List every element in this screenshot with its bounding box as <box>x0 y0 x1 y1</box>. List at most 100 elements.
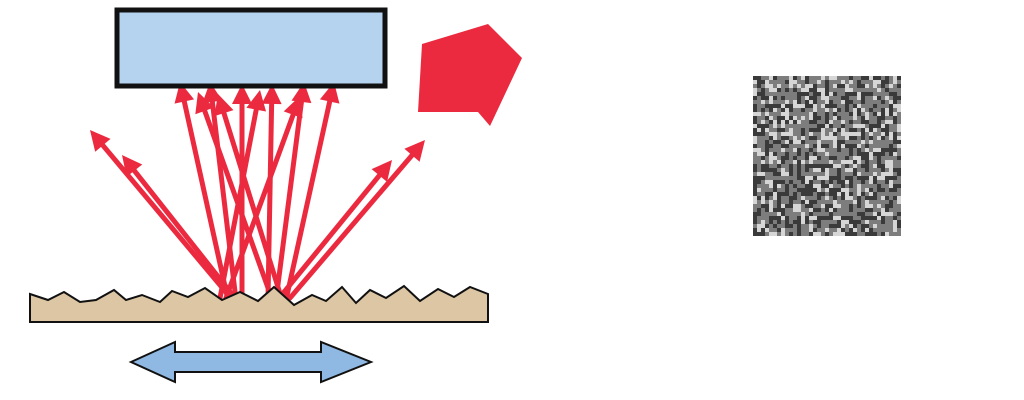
speckle-cell <box>777 184 781 188</box>
speckle-cell <box>825 152 829 156</box>
speckle-cell <box>765 108 769 112</box>
speckle-cell <box>785 156 789 160</box>
speckle-cell <box>777 84 781 88</box>
speckle-cell <box>753 152 757 156</box>
speckle-cell <box>833 160 837 164</box>
speckle-cell <box>769 156 773 160</box>
speckle-cell <box>817 184 821 188</box>
speckle-cell <box>861 80 865 84</box>
speckle-cell <box>829 144 833 148</box>
speckle-cell <box>865 224 869 228</box>
speckle-cell <box>885 168 889 172</box>
speckle-cell <box>753 188 757 192</box>
speckle-cell <box>817 220 821 224</box>
speckle-cell <box>889 212 893 216</box>
speckle-cell <box>813 220 817 224</box>
speckle-cell <box>849 196 853 200</box>
speckle-cell <box>797 196 801 200</box>
speckle-cell <box>821 120 825 124</box>
speckle-cell <box>865 228 869 232</box>
speckle-cell <box>809 136 813 140</box>
speckle-cell <box>861 228 865 232</box>
speckle-cell <box>825 104 829 108</box>
speckle-cell <box>869 76 873 80</box>
speckle-cell <box>801 156 805 160</box>
speckle-cell <box>781 88 785 92</box>
speckle-cell <box>757 188 761 192</box>
speckle-cell <box>793 200 797 204</box>
speckle-cell <box>789 88 793 92</box>
speckle-cell <box>837 124 841 128</box>
scattered-ray-arrow <box>277 160 392 300</box>
speckle-cell <box>781 192 785 196</box>
speckle-cell <box>813 148 817 152</box>
speckle-cell <box>845 120 849 124</box>
speckle-cell <box>821 84 825 88</box>
speckle-cell <box>769 104 773 108</box>
speckle-cell <box>765 128 769 132</box>
speckle-cell <box>809 220 813 224</box>
speckle-cell <box>837 192 841 196</box>
speckle-cell <box>773 124 777 128</box>
speckle-cell <box>793 172 797 176</box>
speckle-cell <box>793 80 797 84</box>
speckle-cell <box>753 116 757 120</box>
speckle-cell <box>773 224 777 228</box>
speckle-cell <box>757 108 761 112</box>
speckle-cell <box>797 120 801 124</box>
speckle-cell <box>757 168 761 172</box>
speckle-cell <box>877 140 881 144</box>
speckle-cell <box>857 196 861 200</box>
speckle-cell <box>825 216 829 220</box>
speckle-cell <box>857 144 861 148</box>
speckle-cell <box>893 172 897 176</box>
speckle-cell <box>813 168 817 172</box>
speckle-cell <box>809 88 813 92</box>
speckle-cell <box>793 136 797 140</box>
speckle-cell <box>853 232 857 236</box>
speckle-cell <box>821 100 825 104</box>
speckle-cell <box>781 220 785 224</box>
speckle-cell <box>873 228 877 232</box>
speckle-cell <box>881 176 885 180</box>
speckle-cell <box>873 92 877 96</box>
speckle-cell <box>889 84 893 88</box>
speckle-cell <box>849 232 853 236</box>
speckle-cell <box>793 188 797 192</box>
speckle-cell <box>801 84 805 88</box>
speckle-cell <box>885 152 889 156</box>
speckle-cell <box>881 168 885 172</box>
speckle-cell <box>861 112 865 116</box>
speckle-cell <box>849 208 853 212</box>
speckle-cell <box>841 192 845 196</box>
speckle-cell <box>893 212 897 216</box>
speckle-cell <box>793 96 797 100</box>
speckle-cell <box>861 144 865 148</box>
speckle-cell <box>769 132 773 136</box>
speckle-cell <box>893 152 897 156</box>
speckle-cell <box>809 104 813 108</box>
speckle-cell <box>865 148 869 152</box>
speckle-cell <box>829 172 833 176</box>
speckle-cell <box>801 88 805 92</box>
speckle-cell <box>765 172 769 176</box>
speckle-cell <box>817 208 821 212</box>
speckle-cell <box>821 232 825 236</box>
speckle-cell <box>801 100 805 104</box>
speckle-cell <box>809 168 813 172</box>
speckle-cell <box>845 148 849 152</box>
speckle-cell <box>789 180 793 184</box>
speckle-cell <box>793 112 797 116</box>
speckle-cell <box>857 164 861 168</box>
speckle-cell <box>789 176 793 180</box>
speckle-cell <box>821 188 825 192</box>
speckle-cell <box>789 124 793 128</box>
speckle-cell <box>845 220 849 224</box>
speckle-cell <box>849 116 853 120</box>
speckle-cell <box>893 224 897 228</box>
speckle-cell <box>769 224 773 228</box>
speckle-cell <box>805 188 809 192</box>
speckle-cell <box>781 136 785 140</box>
speckle-cell <box>897 216 901 220</box>
speckle-cell <box>845 160 849 164</box>
